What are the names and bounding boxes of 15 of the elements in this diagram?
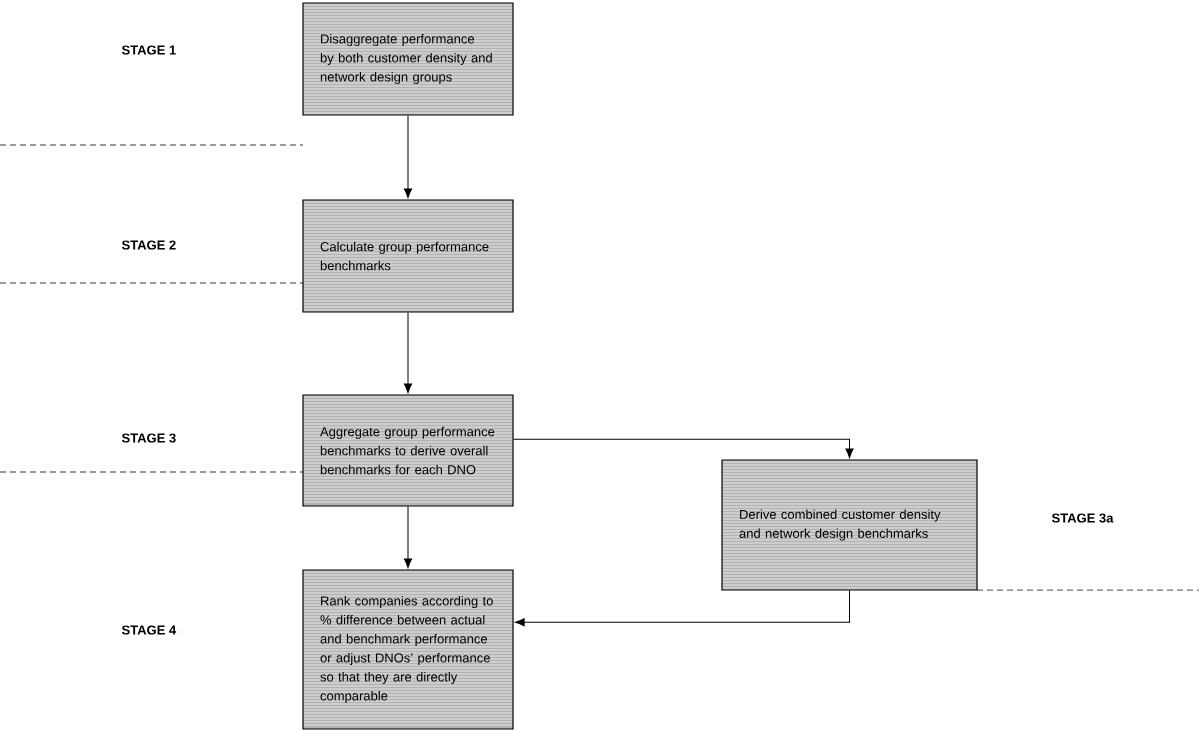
stage-label: STAGE 4 xyxy=(121,625,177,635)
stage-label: STAGE 1 xyxy=(121,45,176,55)
arrow xyxy=(513,438,854,458)
arrow xyxy=(515,590,850,627)
arrow xyxy=(403,312,413,393)
process-box: Derive combined customer density and network design benchmarks xyxy=(721,459,978,591)
arrow xyxy=(403,506,413,568)
process-box: Aggregate group performance benchmarks to derive overall benchmarks for each DNO xyxy=(302,394,514,507)
process-box: Calculate group performance benchmarks xyxy=(302,199,514,313)
stage-label: STAGE 3 xyxy=(121,433,176,443)
stage-label: STAGE 3a xyxy=(1051,513,1114,523)
arrow xyxy=(403,115,413,198)
process-box: Rank companies according to % difference between actual and benchmark performance or adjust DNOs’ performance so that they are directly comparable xyxy=(302,569,514,730)
stage-label: STAGE 2 xyxy=(121,240,176,250)
process-box: Disaggregate performance by both customer density and network design groups xyxy=(302,2,514,116)
